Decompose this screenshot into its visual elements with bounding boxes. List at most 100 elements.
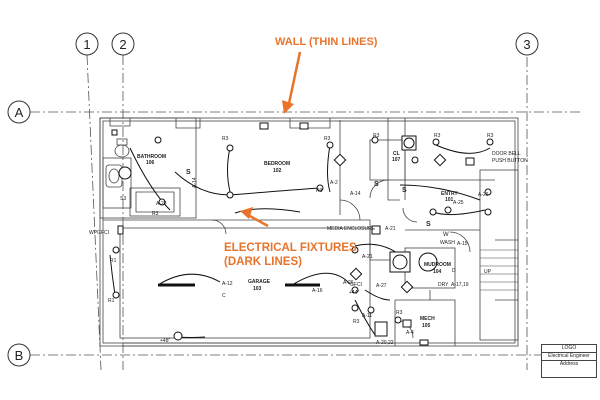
switch-mark: R3 <box>487 133 494 139</box>
circuit-label: A-28 <box>156 201 167 207</box>
walls <box>99 117 519 347</box>
note-gfci: GFCI <box>350 282 362 288</box>
title-block-logo: LOGO <box>561 345 577 351</box>
fans <box>118 135 438 273</box>
fixtures-annotation-line2: (DARK LINES) <box>224 256 302 268</box>
receptacle-icon <box>117 225 124 235</box>
circuit-label: A-15 <box>457 241 468 247</box>
note-washer: W <box>443 232 449 238</box>
room-name-entry: ENTRY <box>441 191 458 197</box>
light-fixture-icon <box>154 136 162 144</box>
circuit-label: A-12 <box>222 281 233 287</box>
circuit-label: A-11 <box>362 313 372 319</box>
receptacle-icon <box>419 339 429 346</box>
circuit-label: A-2 <box>330 180 338 186</box>
receptacle-icon <box>374 321 388 337</box>
grid-label-2: 2 <box>119 37 126 52</box>
room-name-mudroom: MUDROOM <box>424 262 451 268</box>
switch-mark: R3 <box>324 136 331 142</box>
light-fixture-icon <box>351 304 359 312</box>
switch-mark: R3 <box>152 211 159 217</box>
light-fixture-icon <box>112 291 120 299</box>
light-fixtures <box>112 136 494 341</box>
grid-line-1 <box>86 54 102 371</box>
switch-mark: R1 <box>108 298 115 304</box>
switch-mark: S3 <box>120 196 126 202</box>
light-fixture-icon <box>351 286 359 294</box>
switch-mark: R3 <box>316 188 323 194</box>
light-fixture-icon <box>367 306 375 314</box>
note-dry-circuit: A-17,19 <box>451 282 469 288</box>
switch-mark: +48" <box>160 338 170 344</box>
note-wpgfci: WPGFCI <box>89 230 109 236</box>
water-heater-icon <box>418 252 438 272</box>
room-name-mech: MECH <box>420 316 435 322</box>
light-fixture-icon <box>158 198 166 206</box>
junction-box-icon <box>400 280 414 294</box>
grid-label-b: B <box>15 348 24 363</box>
note-up: UP <box>484 269 492 275</box>
receptacles <box>111 122 475 346</box>
light-fixture-icon <box>226 144 234 152</box>
light-fixture-icon <box>173 331 183 341</box>
receptacle-icon <box>465 157 475 166</box>
light-fixture-icon <box>411 156 419 164</box>
switch-mark: R3 <box>373 133 380 139</box>
switch-mark: R3 <box>222 136 229 142</box>
light-fixture-icon <box>316 184 324 192</box>
circuit-label: A-14 <box>192 177 198 188</box>
junction-box-icon <box>433 153 447 167</box>
junction-box-icon <box>349 267 363 281</box>
room-name-bedroom: BEDROOM <box>264 161 290 167</box>
title-block: LOGO Electrical Engineer Address <box>541 344 597 378</box>
switch-mark: D <box>452 268 456 274</box>
grid-bubble-2: 2 <box>111 32 135 56</box>
note-dry: DRY <box>438 282 449 288</box>
room-name-garage: GARAGE <box>248 279 271 285</box>
room-name-bathroom: BATHROOM <box>137 154 166 160</box>
fan-icon <box>118 166 132 180</box>
room-number-mudroom: 104 <box>433 269 442 275</box>
fan-icon <box>392 254 408 270</box>
grid-bubble-a: A <box>7 100 31 124</box>
light-fixture-icon <box>484 188 492 196</box>
switch-mark: R3 <box>434 133 441 139</box>
note-media-enclosure: MEDIA ENCLOSURE <box>327 226 376 232</box>
room-name-closet: CL <box>393 151 400 157</box>
room-number-bathroom: 106 <box>146 160 155 166</box>
wall-annotation: WALL (THIN LINES) <box>275 36 378 48</box>
switch-mark: R3 <box>396 310 403 316</box>
light-fixture-icon <box>351 246 359 254</box>
circuit-label: A-27 <box>376 283 387 289</box>
room-number-mech: 105 <box>422 323 431 329</box>
grid-bubble-1: 1 <box>75 32 99 56</box>
junction-box-icon <box>333 153 347 167</box>
switch-mark: S <box>426 221 431 228</box>
circuit-label: A-20,22 <box>376 340 394 346</box>
switch-mark: S <box>402 187 407 194</box>
grid-bubble-b: B <box>7 343 31 367</box>
light-fixture-icon <box>226 191 234 199</box>
room-number-closet: 107 <box>392 157 401 163</box>
junction-boxes <box>333 153 447 294</box>
circuit-label: A-16 <box>312 288 323 294</box>
circuit-label: A-25 <box>453 200 464 206</box>
circuit-label: A-26 <box>478 192 489 198</box>
light-fixture-icon <box>112 246 120 254</box>
switch-mark: S <box>186 169 191 176</box>
switch-mark: R1 <box>110 258 117 264</box>
note-wash: WASH <box>440 240 455 246</box>
room-number-entry: 101 <box>445 197 454 203</box>
light-fixture-icon <box>432 138 440 146</box>
switch-mark: +44" <box>349 290 359 296</box>
light-fixture-icon <box>484 208 492 216</box>
title-block-role: Electrical Engineer <box>542 352 596 360</box>
switch-mark: C <box>222 293 226 299</box>
circuit-label: A-26 <box>343 280 354 286</box>
receptacle-icon <box>259 122 269 130</box>
light-fixture-icon <box>429 208 437 216</box>
room-number-garage: 103 <box>253 286 262 292</box>
wall-arrow <box>286 51 302 109</box>
fixture-arrow <box>247 213 269 228</box>
